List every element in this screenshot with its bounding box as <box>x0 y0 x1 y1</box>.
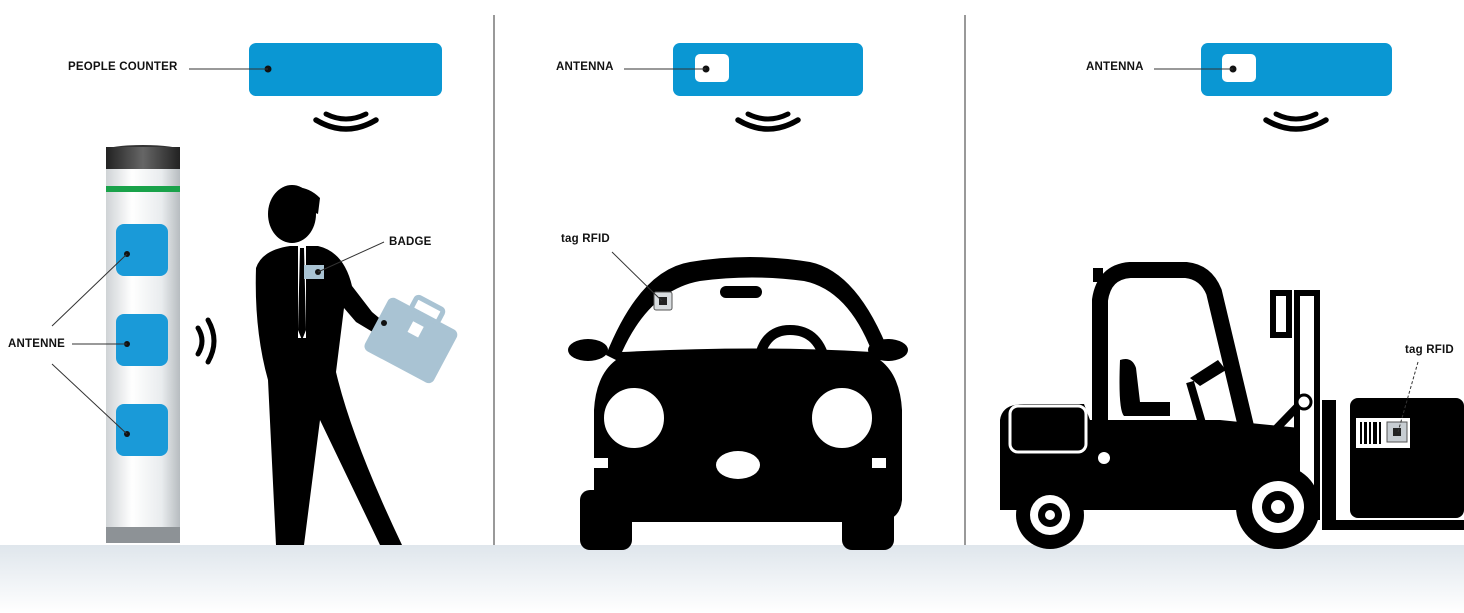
vehicle-panel <box>568 43 908 550</box>
person-silhouette-icon <box>256 185 402 545</box>
leader-line <box>612 252 662 301</box>
barcode-tag <box>1356 418 1410 448</box>
cargo-box <box>1350 398 1464 518</box>
antenna-block <box>116 314 168 366</box>
forklift-antenna-label: ANTENNA <box>1086 61 1144 73</box>
people-counter-panel <box>52 43 465 545</box>
forklift-tag-rfid-label: tag RFID <box>1405 344 1454 356</box>
reader-antenna-chip <box>1222 54 1256 82</box>
car-silhouette-icon <box>568 257 908 550</box>
people-counter-reader <box>249 43 442 96</box>
briefcase-icon <box>362 285 465 385</box>
vehicle-antenna-label: ANTENNA <box>556 61 614 73</box>
wifi-signal-icon <box>738 114 798 129</box>
badge-label: BADGE <box>389 236 432 248</box>
forklift-panel <box>1000 43 1464 549</box>
vehicle-tag-rfid-label: tag RFID <box>561 233 610 245</box>
floor <box>0 545 1464 613</box>
reader-antenna-chip <box>695 54 729 82</box>
people-counter-label: PEOPLE COUNTER <box>68 61 178 73</box>
wifi-signal-icon <box>316 114 376 129</box>
signal-waves-icon <box>198 320 214 362</box>
forklift-silhouette-icon <box>1000 268 1464 549</box>
antenne-label: ANTENNE <box>8 338 65 350</box>
antenna-block <box>116 404 168 456</box>
wifi-signal-icon <box>1266 114 1326 129</box>
antenna-block <box>116 224 168 276</box>
